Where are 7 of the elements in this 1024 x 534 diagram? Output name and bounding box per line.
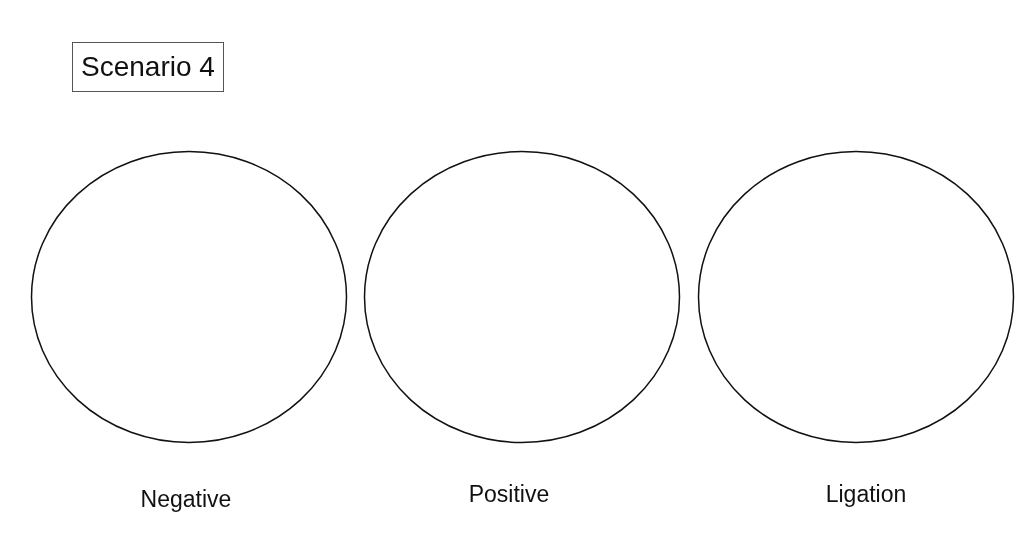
ellipse <box>697 150 1015 444</box>
ellipse-caption: Ligation <box>825 483 907 506</box>
ellipse-caption: Positive <box>468 483 550 506</box>
ellipse <box>363 150 681 444</box>
title-box: Scenario 4 <box>72 42 224 92</box>
ellipse <box>30 150 348 444</box>
ellipse-caption: Negative <box>140 488 232 511</box>
